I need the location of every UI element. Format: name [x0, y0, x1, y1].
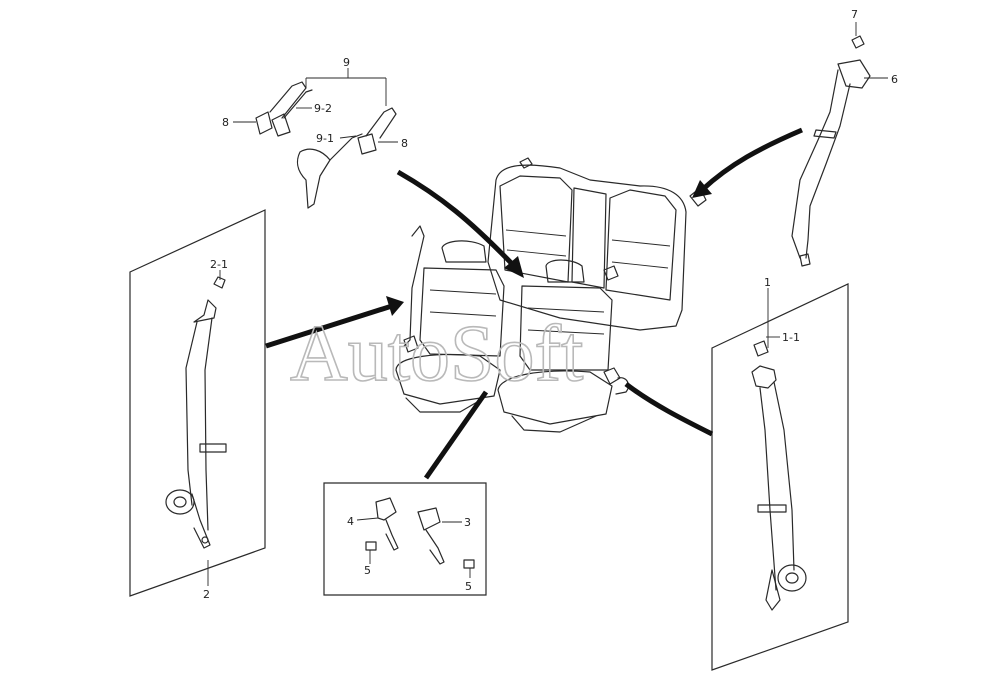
callout-8-right: 8 — [401, 137, 408, 150]
front-right-seat — [497, 259, 630, 433]
callout-9-1: 9-1 — [316, 132, 334, 145]
callout-9: 9 — [343, 56, 350, 69]
watermark: AutoSoft — [290, 310, 583, 398]
retractor-6 — [837, 59, 871, 89]
left-panel-seat-belt-assembly — [129, 209, 266, 597]
bottom-panel-buckles — [323, 482, 487, 596]
callout-labels: 9 8 9-2 9-1 8 7 6 2-1 1 1-1 2 4 3 5 5 — [203, 8, 898, 601]
callout-leaders — [207, 22, 888, 586]
callout-1-1: 1-1 — [782, 331, 800, 344]
buckle-8-right — [357, 133, 377, 155]
buckle-3 — [417, 507, 441, 531]
callout-3: 3 — [464, 516, 471, 529]
buckle-8-left — [255, 111, 273, 135]
rear-buckle-group — [255, 81, 397, 209]
callout-7: 7 — [851, 8, 858, 21]
buckle-4 — [375, 497, 397, 521]
callout-5-left: 5 — [364, 564, 371, 577]
callout-4: 4 — [347, 515, 354, 528]
callout-2-1: 2-1 — [210, 258, 228, 271]
callout-6: 6 — [891, 73, 898, 86]
right-panel-seat-belt-assembly — [711, 283, 849, 671]
callout-1: 1 — [764, 276, 771, 289]
belt-tongue-9-1 — [296, 148, 331, 209]
callout-5-right: 5 — [465, 580, 472, 593]
callout-8-left: 8 — [222, 116, 229, 129]
front-left-seat — [395, 225, 505, 413]
bolt-7 — [851, 35, 865, 49]
pointer-arrows — [265, 127, 803, 480]
anchor-clip-2-1 — [213, 276, 226, 289]
rear-seat — [487, 157, 707, 331]
bolt-5-left — [365, 541, 377, 551]
rear-seat-belt-6 — [791, 35, 871, 267]
bolt-5-right — [463, 559, 475, 569]
callout-9-2: 9-2 — [314, 102, 332, 115]
anchor-clip-1-1 — [753, 340, 769, 357]
callout-2: 2 — [203, 588, 210, 601]
retractor-1 — [777, 564, 807, 592]
